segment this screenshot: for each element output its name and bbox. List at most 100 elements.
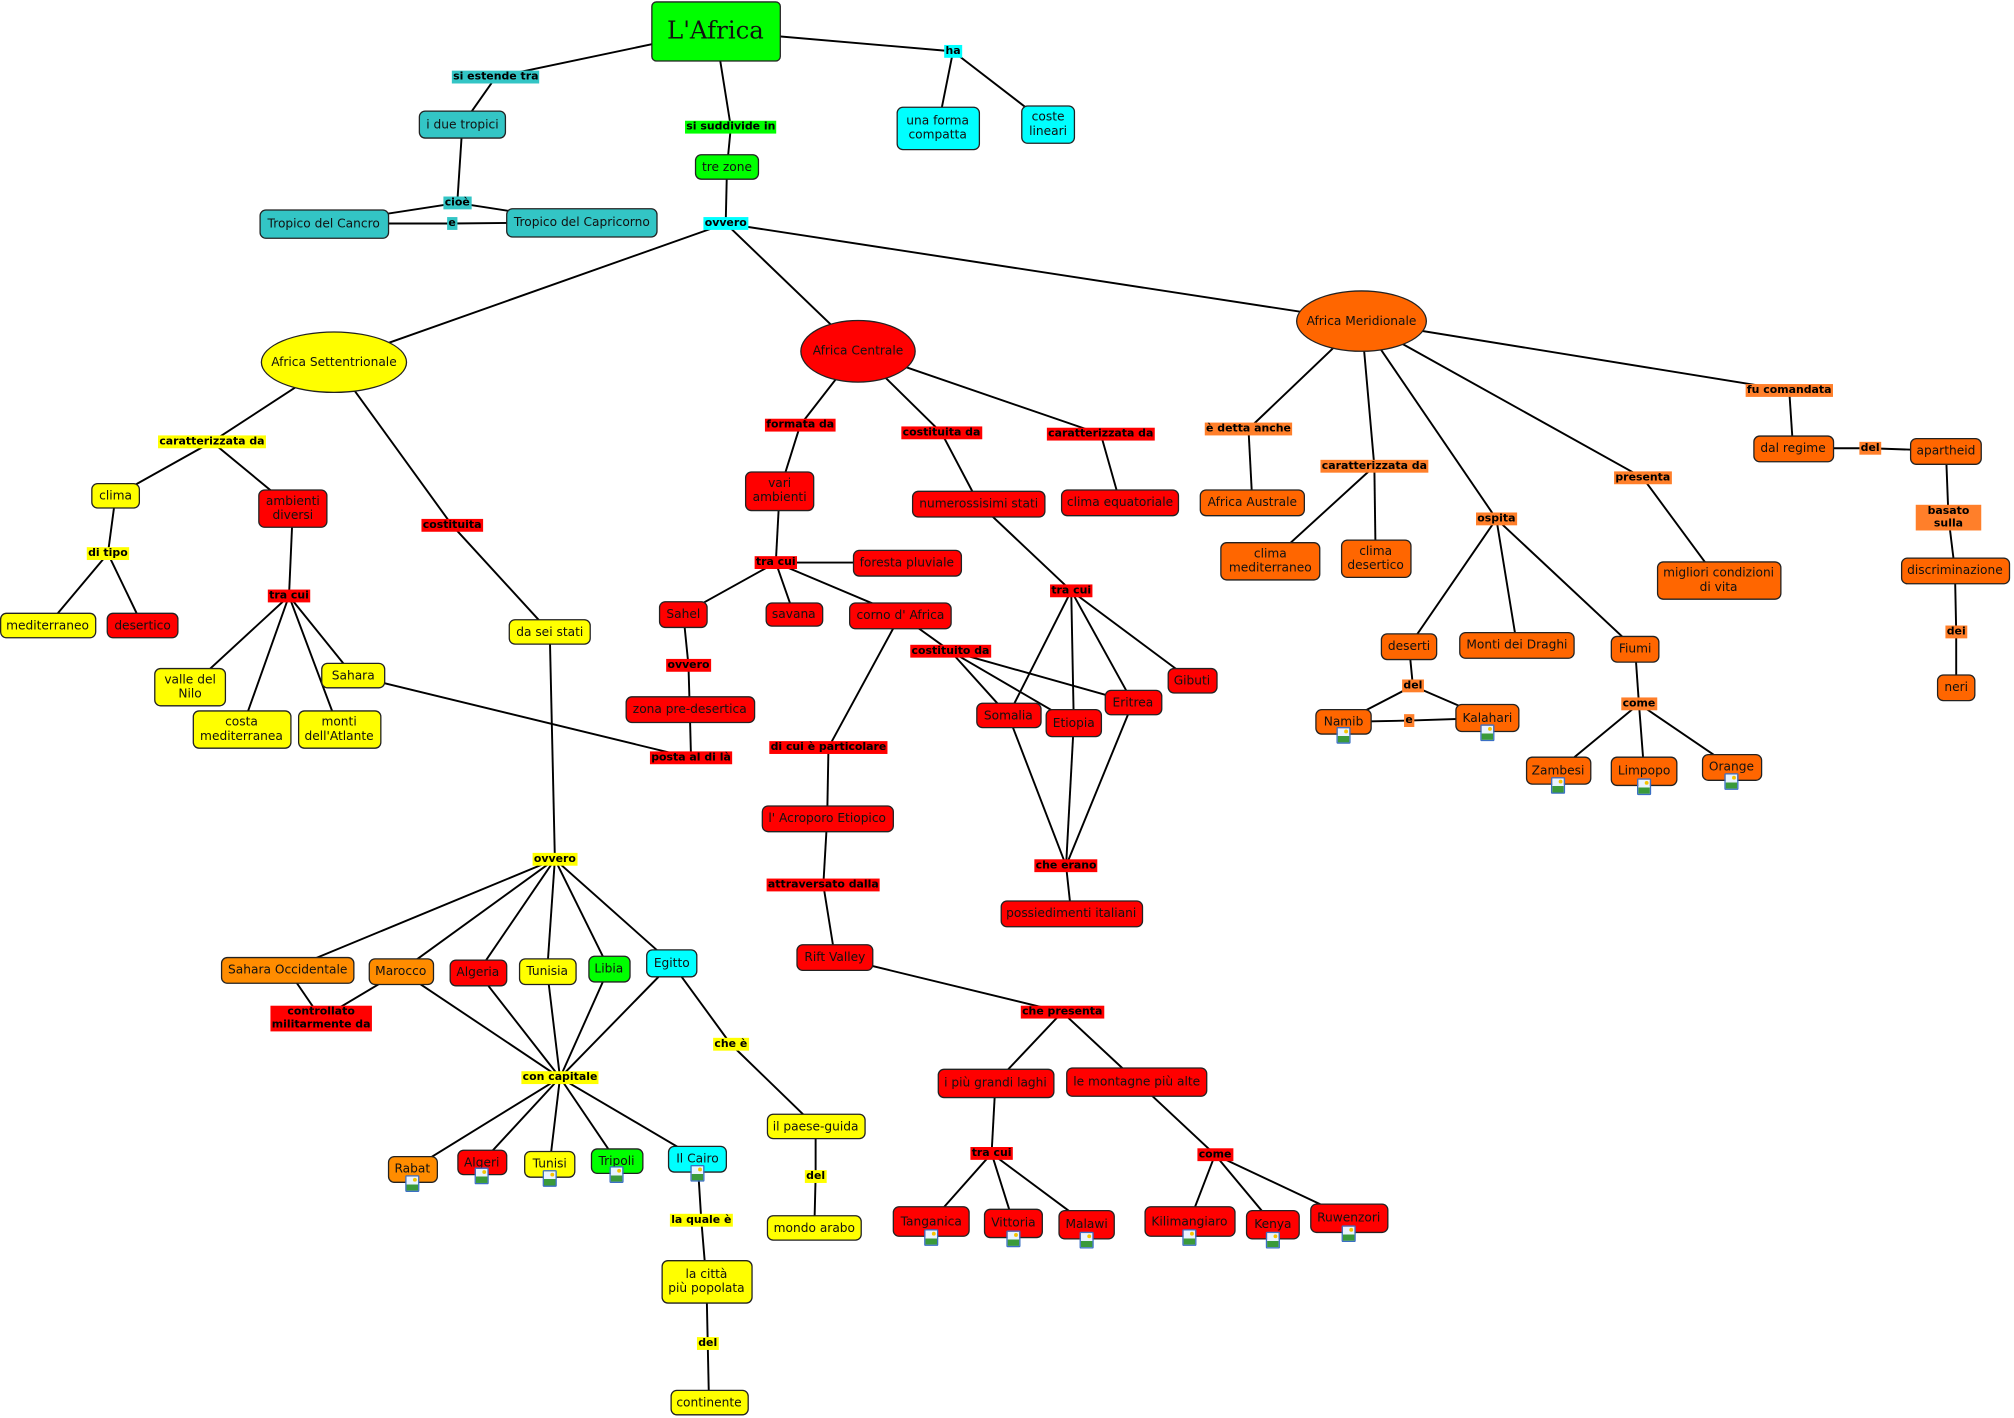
linking-phrase-controllato[interactable]: controllato militarmente da <box>270 1005 372 1032</box>
linking-phrase-di-tipo[interactable]: di tipo <box>86 547 129 561</box>
image-icon[interactable] <box>405 1174 420 1192</box>
concept-settentrionale[interactable]: Africa Settentrionale <box>260 331 408 394</box>
linking-phrase-formata[interactable]: formata da <box>764 418 836 432</box>
concept-clima-med2[interactable]: clima mediterraneo <box>1220 542 1321 581</box>
image-icon[interactable] <box>542 1169 557 1187</box>
concept-acroporo[interactable]: l' Acroporo Etiopico <box>761 804 894 832</box>
linking-phrase-cioe[interactable]: cioè <box>443 196 472 210</box>
concept-apartheid[interactable]: apartheid <box>1909 437 1982 465</box>
linking-phrase-che-erano[interactable]: che erano <box>1034 859 1098 873</box>
linking-phrase-detta[interactable]: è detta anche <box>1204 422 1293 436</box>
concept-zona[interactable]: zona pre-desertica <box>624 695 755 723</box>
concept-africa[interactable]: L'Africa <box>650 0 781 62</box>
concept-kilimangiaro[interactable]: Kilimangiaro <box>1143 1206 1235 1246</box>
linking-phrase-che-presenta[interactable]: che presenta <box>1020 1005 1104 1019</box>
concept-egitto[interactable]: Egitto <box>646 949 698 978</box>
linking-phrase-costituita[interactable]: costituita <box>421 518 483 532</box>
concept-kalahari[interactable]: Kalahari <box>1455 703 1520 742</box>
concept-algeri[interactable]: Algeri <box>456 1149 507 1185</box>
image-icon[interactable] <box>1265 1231 1280 1248</box>
linking-phrase-del4[interactable]: del <box>1859 441 1881 455</box>
image-icon[interactable] <box>1480 724 1495 742</box>
concept-tanganica[interactable]: Tanganica <box>892 1206 970 1246</box>
concept-cancro[interactable]: Tropico del Cancro <box>258 208 389 239</box>
concept-sahel[interactable]: Sahel <box>658 600 708 628</box>
concept-etiopia[interactable]: Etiopia <box>1045 709 1103 738</box>
concept-possedimenti[interactable]: possiedimenti italiani <box>999 899 1143 927</box>
concept-mediterraneo[interactable]: mediterraneo <box>0 612 96 639</box>
concept-costa[interactable]: costa mediterranea <box>192 710 291 749</box>
linking-phrase-che-e[interactable]: che è <box>713 1037 749 1051</box>
concept-sahara[interactable]: Sahara <box>321 662 386 689</box>
concept-mondo-arabo[interactable]: mondo arabo <box>766 1215 862 1241</box>
linking-phrase-tracui2[interactable]: tra cui <box>754 556 797 570</box>
concept-gibuti[interactable]: Gibuti <box>1166 667 1218 694</box>
concept-deserti[interactable]: deserti <box>1380 632 1438 660</box>
concept-centrale[interactable]: Africa Centrale <box>800 319 916 383</box>
concept-paese-guida[interactable]: il paese-guida <box>766 1113 866 1140</box>
concept-clima-eq[interactable]: clima equatoriale <box>1060 488 1180 516</box>
concept-laghi[interactable]: i più grandi laghi <box>936 1068 1054 1098</box>
image-icon[interactable] <box>1336 726 1351 744</box>
linking-phrase-attraversato[interactable]: attraversato dalla <box>766 878 881 892</box>
concept-forma[interactable]: una forma compatta <box>895 106 980 151</box>
concept-vittoria[interactable]: Vittoria <box>983 1208 1043 1247</box>
concept-corno[interactable]: corno d' Africa <box>849 601 952 629</box>
image-icon[interactable] <box>1182 1229 1197 1246</box>
concept-tunisia[interactable]: Tunisia <box>518 957 577 985</box>
concept-tunisi[interactable]: Tunisi <box>524 1150 576 1187</box>
image-icon[interactable] <box>1550 777 1566 794</box>
linking-phrase-dei[interactable]: dei <box>1945 625 1967 639</box>
concept-tripoli[interactable]: Tripoli <box>590 1148 643 1183</box>
image-icon[interactable] <box>924 1229 939 1246</box>
linking-phrase-tracui1[interactable]: tra cui <box>267 589 311 603</box>
linking-phrase-ospita[interactable]: ospita <box>1476 512 1517 526</box>
linking-phrase-costituito[interactable]: costituito da <box>910 644 991 658</box>
concept-valle[interactable]: valle del Nilo <box>154 667 227 707</box>
linking-phrase-estende[interactable]: si estende tra <box>451 70 540 84</box>
linking-phrase-presenta[interactable]: presenta <box>1614 471 1672 485</box>
concept-numerosissimi[interactable]: numerossisimi stati <box>911 490 1046 517</box>
linking-phrase-costituita-da[interactable]: costituita da <box>901 426 982 440</box>
concept-due-tropici[interactable]: i due tropici <box>418 110 507 139</box>
concept-coste[interactable]: coste lineari <box>1021 105 1076 144</box>
concept-zambesi[interactable]: Zambesi <box>1525 756 1591 794</box>
linking-phrase-comandata[interactable]: fu comandata <box>1745 384 1833 397</box>
concept-meridionale[interactable]: Africa Meridionale <box>1296 290 1428 352</box>
concept-kenya[interactable]: Kenya <box>1245 1209 1300 1248</box>
concept-fiumi[interactable]: Fiumi <box>1610 635 1660 663</box>
image-icon[interactable] <box>1341 1224 1356 1242</box>
concept-citta[interactable]: la città più popolata <box>660 1260 753 1304</box>
concept-australe[interactable]: Africa Australe <box>1199 488 1305 516</box>
concept-foresta[interactable]: foresta pluviale <box>852 549 962 577</box>
concept-migliori[interactable]: migliori condizioni di vita <box>1656 561 1781 600</box>
concept-montagne[interactable]: le montagne più alte <box>1066 1066 1208 1097</box>
linking-phrase-ha[interactable]: ha <box>944 44 962 58</box>
concept-somalia[interactable]: Somalia <box>975 702 1042 729</box>
linking-phrase-basato[interactable]: basato sulla <box>1915 504 1982 531</box>
concept-clima-des2[interactable]: clima desertico <box>1340 539 1411 578</box>
linking-phrase-la-quale[interactable]: la quale è <box>669 1213 733 1227</box>
linking-phrase-suddivide[interactable]: si suddivide in <box>685 120 777 134</box>
linking-phrase-ovvero1[interactable]: ovvero <box>703 217 749 230</box>
linking-phrase-ovvero-r[interactable]: ovvero <box>666 658 711 672</box>
linking-phrase-di-cui[interactable]: di cui è particolare <box>769 741 888 754</box>
concept-ambienti[interactable]: ambienti diversi <box>258 489 328 528</box>
linking-phrase-e1[interactable]: e <box>447 217 458 230</box>
image-icon[interactable] <box>474 1167 489 1185</box>
concept-rabat[interactable]: Rabat <box>387 1155 438 1192</box>
linking-phrase-e2[interactable]: e <box>1404 714 1415 727</box>
concept-savana[interactable]: savana <box>764 601 823 627</box>
image-icon[interactable] <box>609 1166 624 1183</box>
linking-phrase-caratt-o[interactable]: caratterizzata da <box>1320 459 1429 473</box>
concept-rift[interactable]: Rift Valley <box>796 943 874 971</box>
concept-vari[interactable]: vari ambienti <box>744 470 815 511</box>
linking-phrase-del2[interactable]: del <box>696 1337 719 1350</box>
image-icon[interactable] <box>1079 1231 1094 1248</box>
linking-phrase-come2[interactable]: come <box>1621 697 1657 711</box>
concept-limpopo[interactable]: Limpopo <box>1610 755 1678 795</box>
linking-phrase-come1[interactable]: come <box>1197 1148 1233 1162</box>
concept-draghi[interactable]: Monti dei Draghi <box>1459 631 1575 659</box>
concept-capricorno[interactable]: Tropico del Capricorno <box>506 207 658 237</box>
linking-phrase-caratt-r[interactable]: caratterizzata da <box>1046 427 1155 441</box>
